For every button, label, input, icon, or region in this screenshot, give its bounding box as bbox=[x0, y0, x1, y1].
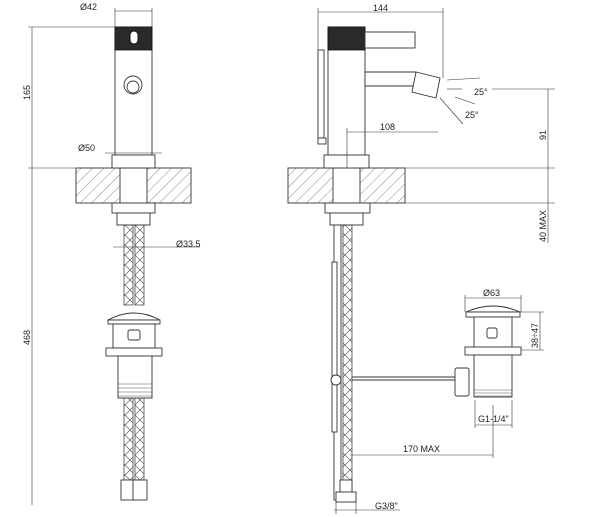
flex-hose-side bbox=[342, 224, 353, 501]
rod-clamp bbox=[330, 374, 342, 386]
dim-dia-50: Ø50 bbox=[78, 143, 95, 153]
rod-connector bbox=[454, 367, 470, 397]
dim-91: 91 bbox=[538, 130, 548, 140]
lock-nut bbox=[116, 212, 151, 226]
knurled-handle-side bbox=[327, 26, 366, 51]
diverter-knob bbox=[126, 80, 140, 94]
swivel-aerator bbox=[411, 71, 441, 99]
popup-cap bbox=[107, 312, 161, 321]
side-view: 144 25° 25° 108 91 40 MAX Ø63 38÷47 G1-1… bbox=[287, 3, 555, 514]
dim-dia-33-5: Ø33.5 bbox=[176, 239, 201, 249]
popup-lever-rod bbox=[317, 49, 325, 143]
dim-170-max: 170 MAX bbox=[403, 444, 440, 454]
flex-hose-left bbox=[123, 224, 134, 306]
spout bbox=[364, 71, 417, 87]
dim-angle-down: 25° bbox=[465, 110, 479, 120]
popup-tail bbox=[117, 355, 153, 399]
base-collar bbox=[111, 154, 156, 169]
flex-hose-right bbox=[134, 224, 145, 306]
lever bbox=[364, 31, 416, 49]
dim-g3-8: G3/8" bbox=[375, 501, 398, 511]
dim-468: 468 bbox=[22, 330, 32, 345]
vertical-rod bbox=[331, 261, 338, 433]
fixing-nut bbox=[111, 202, 156, 214]
hose-nut bbox=[335, 491, 357, 503]
front-view: Ø42 165 468 Ø50 Ø33.5 bbox=[22, 2, 201, 505]
dim-40-max: 40 MAX bbox=[538, 210, 548, 242]
shank bbox=[119, 167, 148, 204]
popup-flange bbox=[105, 347, 163, 357]
dim-dia-42: Ø42 bbox=[80, 2, 97, 12]
dim-38-47: 38÷47 bbox=[530, 323, 540, 348]
handle-slot bbox=[129, 30, 139, 45]
dim-dia-63: Ø63 bbox=[483, 288, 500, 298]
dim-165: 165 bbox=[22, 85, 32, 100]
dim-108: 108 bbox=[380, 122, 395, 132]
dim-144: 144 bbox=[373, 3, 388, 13]
dim-angle-up: 25° bbox=[474, 87, 488, 97]
dim-g1-1-4: G1-1/4" bbox=[478, 414, 509, 424]
